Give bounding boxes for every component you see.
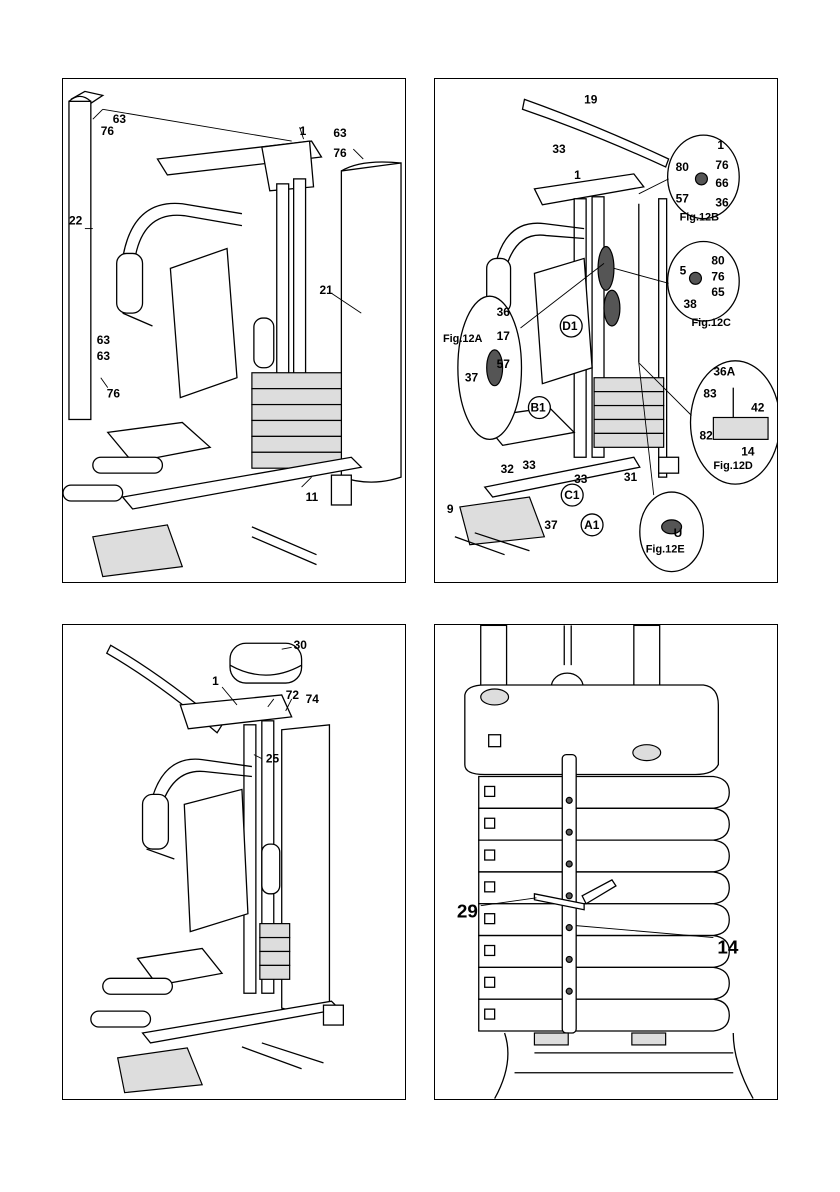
label-D1: D1 — [562, 319, 578, 333]
label-12a-57: 57 — [497, 357, 511, 371]
label-12b-76: 76 — [715, 158, 729, 172]
panel-step-2: 19 33 1 1 76 80 66 57 36 5 80 76 65 38 3… — [434, 78, 778, 583]
label-12d-82: 82 — [699, 428, 713, 442]
label-76-b: 76 — [333, 146, 347, 160]
label-12b-66: 66 — [715, 176, 729, 190]
label-1: 1 — [574, 168, 581, 182]
label-12d-14: 14 — [741, 444, 755, 458]
label-12e-U: U — [674, 526, 683, 540]
label-63-b: 63 — [333, 126, 347, 140]
weight-stack-detail: 29 14 — [435, 625, 777, 1099]
label-1: 1 — [212, 674, 219, 688]
caption-fig-12e: Fig.12E — [646, 544, 685, 556]
label-12c-80: 80 — [711, 253, 725, 267]
panel-step-3: 30 1 72 74 25 — [62, 624, 406, 1100]
label-12d-36A: 36A — [713, 365, 735, 379]
label-12a-37: 37 — [465, 371, 479, 385]
label-12b-36: 36 — [715, 196, 729, 210]
label-12d-83: 83 — [703, 387, 717, 401]
label-B1: B1 — [530, 401, 546, 415]
label-C1: C1 — [564, 488, 580, 502]
panel-step-1: 63 76 1 63 76 22 21 63 63 76 11 — [62, 78, 406, 583]
label-30: 30 — [294, 638, 308, 652]
label-9: 9 — [447, 502, 454, 516]
label-74: 74 — [306, 692, 320, 706]
label-33-a: 33 — [522, 458, 536, 472]
label-29: 29 — [457, 902, 478, 923]
caption-fig-12a: Fig.12A — [443, 333, 483, 345]
machine-illustration-3: 30 1 72 74 25 — [63, 625, 405, 1099]
label-12a-17: 17 — [497, 329, 511, 343]
label-A1: A1 — [584, 518, 600, 532]
label-12a-36: 36 — [497, 305, 511, 319]
label-12d-42: 42 — [751, 401, 765, 415]
caption-fig-12b: Fig.12B — [680, 212, 720, 224]
label-12c-38: 38 — [684, 297, 698, 311]
label-76-c: 76 — [107, 387, 121, 401]
machine-illustration-1: 63 76 1 63 76 22 21 63 63 76 11 — [63, 79, 405, 582]
label-12c-76: 76 — [711, 269, 725, 283]
label-31: 31 — [624, 470, 638, 484]
label-76-a: 76 — [101, 124, 115, 138]
label-12c-65: 65 — [711, 285, 725, 299]
label-32: 32 — [501, 462, 515, 476]
label-63-d: 63 — [97, 349, 111, 363]
label-21: 21 — [320, 283, 334, 297]
panel-step-4: 29 14 — [434, 624, 778, 1100]
caption-fig-12c: Fig.12C — [692, 317, 732, 329]
label-33-b: 33 — [574, 472, 588, 486]
label-19: 19 — [584, 92, 598, 106]
label-33-top: 33 — [552, 142, 566, 156]
label-25: 25 — [266, 752, 280, 766]
machine-illustration-2: 19 33 1 1 76 80 66 57 36 5 80 76 65 38 3… — [435, 79, 777, 582]
label-37: 37 — [544, 518, 558, 532]
label-11: 11 — [306, 490, 319, 504]
label-63-c: 63 — [97, 333, 111, 347]
label-12b-1: 1 — [717, 138, 724, 152]
caption-fig-12d: Fig.12D — [713, 460, 753, 472]
label-12b-80: 80 — [676, 160, 690, 174]
label-12c-5: 5 — [680, 263, 687, 277]
label-22: 22 — [69, 214, 83, 228]
label-72: 72 — [286, 688, 300, 702]
label-12b-57: 57 — [676, 192, 690, 206]
label-1: 1 — [300, 124, 307, 138]
label-14: 14 — [717, 937, 738, 958]
label-63-a: 63 — [113, 112, 127, 126]
